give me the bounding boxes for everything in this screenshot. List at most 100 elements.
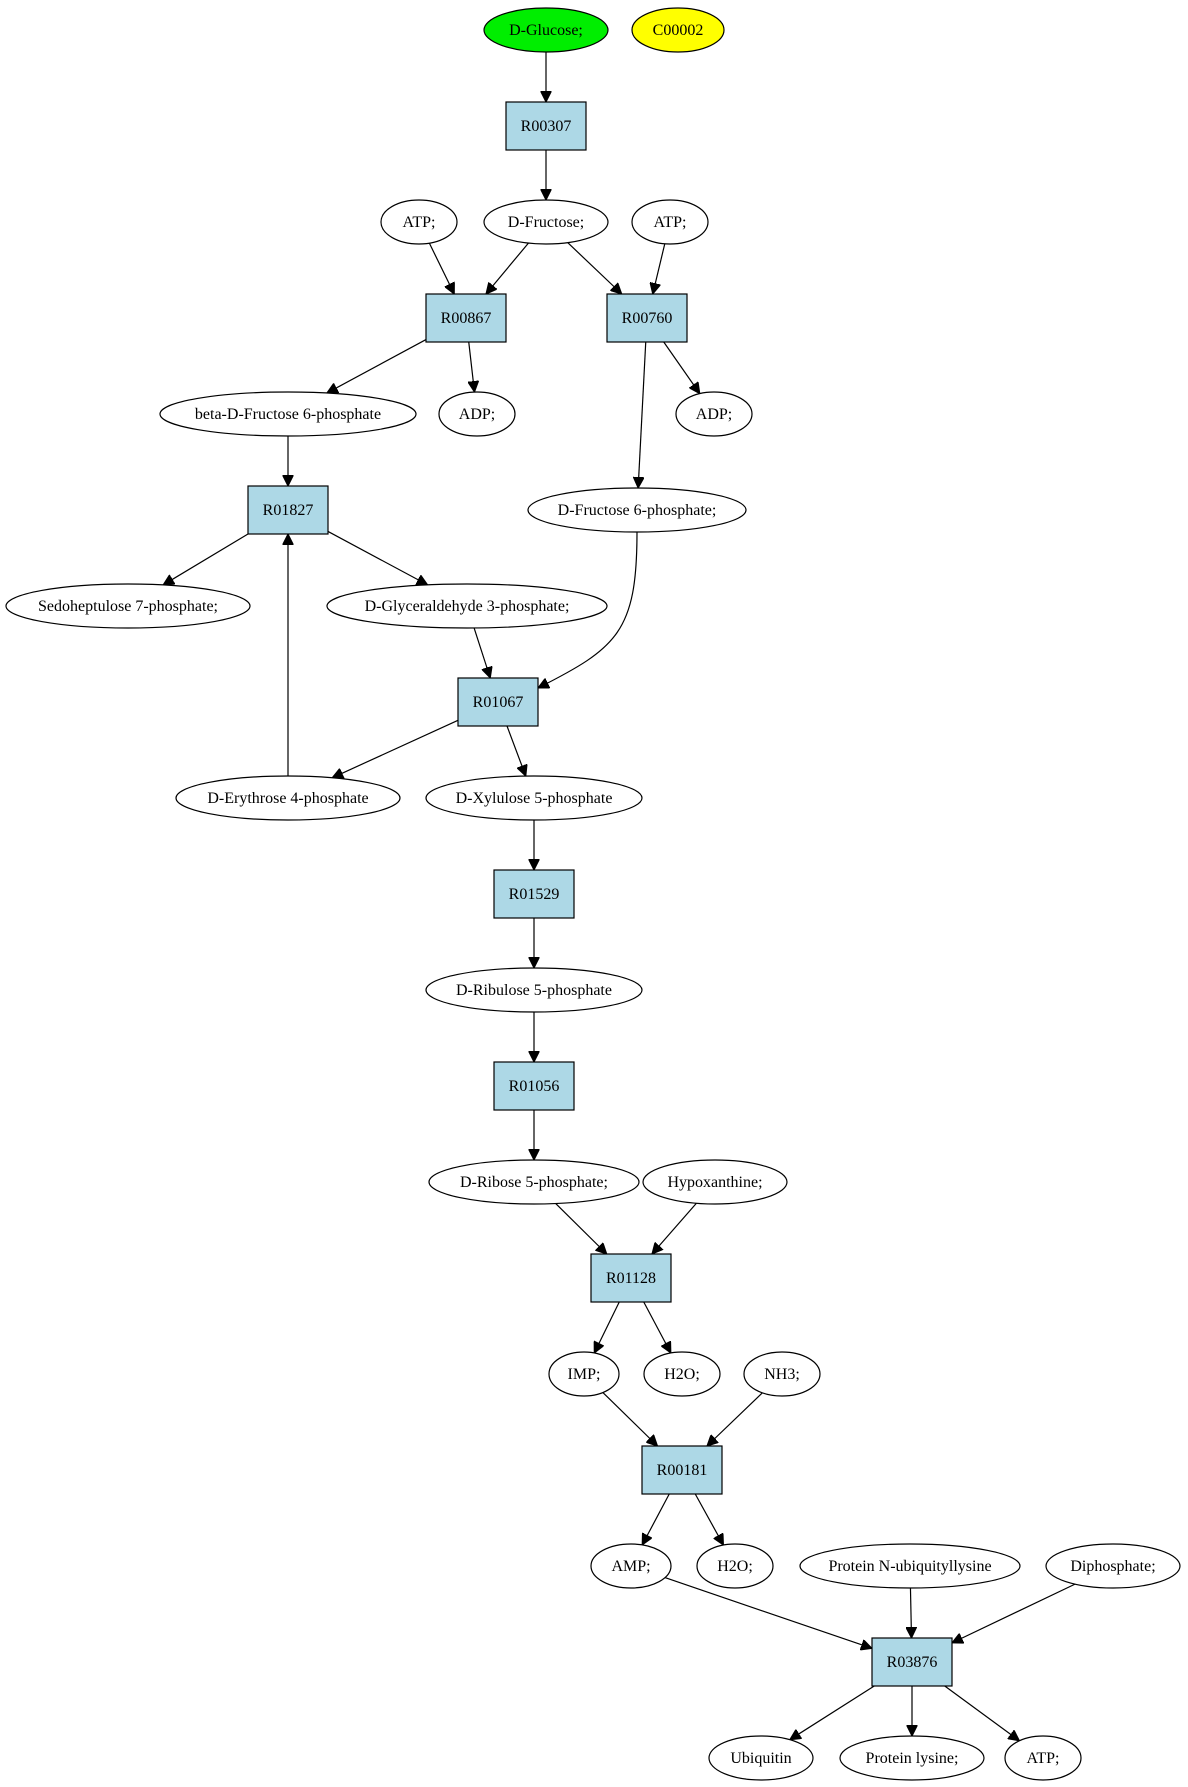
edge-diphos-to-R03876 (952, 1583, 1076, 1643)
node-label: R01056 (509, 1078, 560, 1095)
node-label: R00307 (521, 118, 572, 135)
compound-node-imp[interactable]: IMP; (548, 1351, 620, 1397)
edge-R03876-to-ubiq (790, 1685, 875, 1740)
compound-ellipse (743, 1351, 821, 1397)
node-label: D-Ribulose 5-phosphate (456, 982, 612, 999)
node-label: AMP; (611, 1558, 650, 1575)
reaction-box (493, 869, 575, 919)
compound-ellipse (438, 391, 516, 437)
node-label: beta-D-Fructose 6-phosphate (195, 406, 381, 423)
edge-layer (163, 52, 1076, 1741)
compound-node-protlys[interactable]: Protein lysine; (839, 1735, 985, 1781)
compound-ellipse (483, 199, 609, 245)
reaction-box (641, 1445, 723, 1495)
reaction-box (457, 677, 539, 727)
reaction-node-r00867[interactable]: R00867 (425, 293, 507, 343)
compound-node-h2o1[interactable]: H2O; (643, 1351, 721, 1397)
edge-R00760-to-adp2 (663, 341, 700, 394)
compound-node-adp1[interactable]: ADP; (438, 391, 516, 437)
edge-R01827-to-g3p (327, 530, 428, 584)
edge-R03876-to-atp3 (944, 1685, 1020, 1741)
node-label: H2O; (717, 1558, 753, 1575)
compound-ellipse (696, 1543, 774, 1589)
edge-R01067-to-e4p (332, 719, 459, 778)
node-label: ADP; (459, 406, 495, 423)
node-label: H2O; (664, 1366, 700, 1383)
compound-node-g3p[interactable]: D-Glyceraldehyde 3-phosphate; (326, 583, 608, 629)
compound-node-ru5p[interactable]: D-Ribulose 5-phosphate (425, 967, 643, 1013)
compound-node-hypo[interactable]: Hypoxanthine; (642, 1159, 788, 1205)
reaction-box (871, 1637, 953, 1687)
reaction-node-r00307[interactable]: R00307 (505, 101, 587, 151)
node-label: D-Erythrose 4-phosphate (207, 790, 368, 807)
compound-node-c00002[interactable]: C00002 (631, 7, 725, 53)
compound-node-ubiq[interactable]: Ubiquitin (708, 1735, 814, 1781)
compound-ellipse (631, 7, 725, 53)
node-label: IMP; (568, 1366, 601, 1383)
edge-protn-to-R03876 (910, 1587, 911, 1638)
edge-R01128-to-imp (594, 1301, 620, 1353)
edge-r5p-to-R01128 (555, 1203, 607, 1254)
node-label: R00867 (441, 310, 492, 327)
compound-ellipse (642, 1159, 788, 1205)
compound-ellipse (708, 1735, 814, 1781)
edge-fructose-to-R00867 (486, 242, 529, 294)
compound-node-amp[interactable]: AMP; (590, 1543, 672, 1589)
node-label: Protein N-ubiquityllysine (828, 1558, 991, 1575)
edge-g3p-to-R01067 (473, 627, 490, 678)
node-label: D-Xylulose 5-phosphate (456, 790, 613, 807)
compound-ellipse (643, 1351, 721, 1397)
compound-node-protn[interactable]: Protein N-ubiquityllysine (799, 1543, 1021, 1589)
compound-node-glucose[interactable]: D-Glucose; (483, 7, 609, 53)
reaction-node-r01128[interactable]: R01128 (590, 1253, 672, 1303)
edge-R00867-to-bf6p (327, 339, 427, 393)
node-label: R01067 (473, 694, 524, 711)
node-label: D-Fructose 6-phosphate; (558, 502, 717, 519)
node-label: D-Fructose; (508, 214, 584, 231)
compound-node-h2o2[interactable]: H2O; (696, 1543, 774, 1589)
edge-R00867-to-adp1 (469, 341, 475, 392)
compound-node-e4p[interactable]: D-Erythrose 4-phosphate (175, 775, 401, 821)
compound-node-bf6p[interactable]: beta-D-Fructose 6-phosphate (159, 391, 417, 437)
node-label: ADP; (696, 406, 732, 423)
compound-node-r5p[interactable]: D-Ribose 5-phosphate; (428, 1159, 640, 1205)
compound-ellipse (1045, 1543, 1181, 1589)
reaction-box (505, 101, 587, 151)
edge-nh3-to-R00181 (707, 1392, 763, 1446)
compound-ellipse (548, 1351, 620, 1397)
reaction-box (425, 293, 507, 343)
node-label: NH3; (764, 1366, 800, 1383)
reaction-node-r00760[interactable]: R00760 (606, 293, 688, 343)
compound-ellipse (5, 583, 251, 629)
compound-node-f6p[interactable]: D-Fructose 6-phosphate; (527, 487, 747, 533)
compound-node-atp1[interactable]: ATP; (380, 199, 458, 245)
compound-node-diphos[interactable]: Diphosphate; (1045, 1543, 1181, 1589)
edge-f6p-to-R01067 (538, 531, 638, 688)
compound-node-x5p[interactable]: D-Xylulose 5-phosphate (425, 775, 643, 821)
edge-atp1-to-R00867 (428, 242, 454, 294)
compound-ellipse (527, 487, 747, 533)
reaction-node-r01067[interactable]: R01067 (457, 677, 539, 727)
compound-node-nh3[interactable]: NH3; (743, 1351, 821, 1397)
reaction-box (606, 293, 688, 343)
reaction-node-r01056[interactable]: R01056 (493, 1061, 575, 1111)
compound-ellipse (159, 391, 417, 437)
compound-node-fructose[interactable]: D-Fructose; (483, 199, 609, 245)
compound-ellipse (380, 199, 458, 245)
reaction-node-r03876[interactable]: R03876 (871, 1637, 953, 1687)
reaction-node-r01529[interactable]: R01529 (493, 869, 575, 919)
reaction-node-r01827[interactable]: R01827 (247, 485, 329, 535)
node-label: ATP; (403, 214, 436, 231)
reaction-node-r00181[interactable]: R00181 (641, 1445, 723, 1495)
compound-node-s7p[interactable]: Sedoheptulose 7-phosphate; (5, 583, 251, 629)
compound-node-atp3[interactable]: ATP; (1004, 1735, 1082, 1781)
edge-R01067-to-x5p (506, 725, 526, 776)
node-label: Sedoheptulose 7-phosphate; (38, 598, 218, 615)
compound-node-adp2[interactable]: ADP; (675, 391, 753, 437)
node-label: Hypoxanthine; (667, 1174, 762, 1191)
compound-node-atp2[interactable]: ATP; (631, 199, 709, 245)
node-label: R00760 (622, 310, 673, 327)
reaction-box (493, 1061, 575, 1111)
node-label: R01529 (509, 886, 560, 903)
